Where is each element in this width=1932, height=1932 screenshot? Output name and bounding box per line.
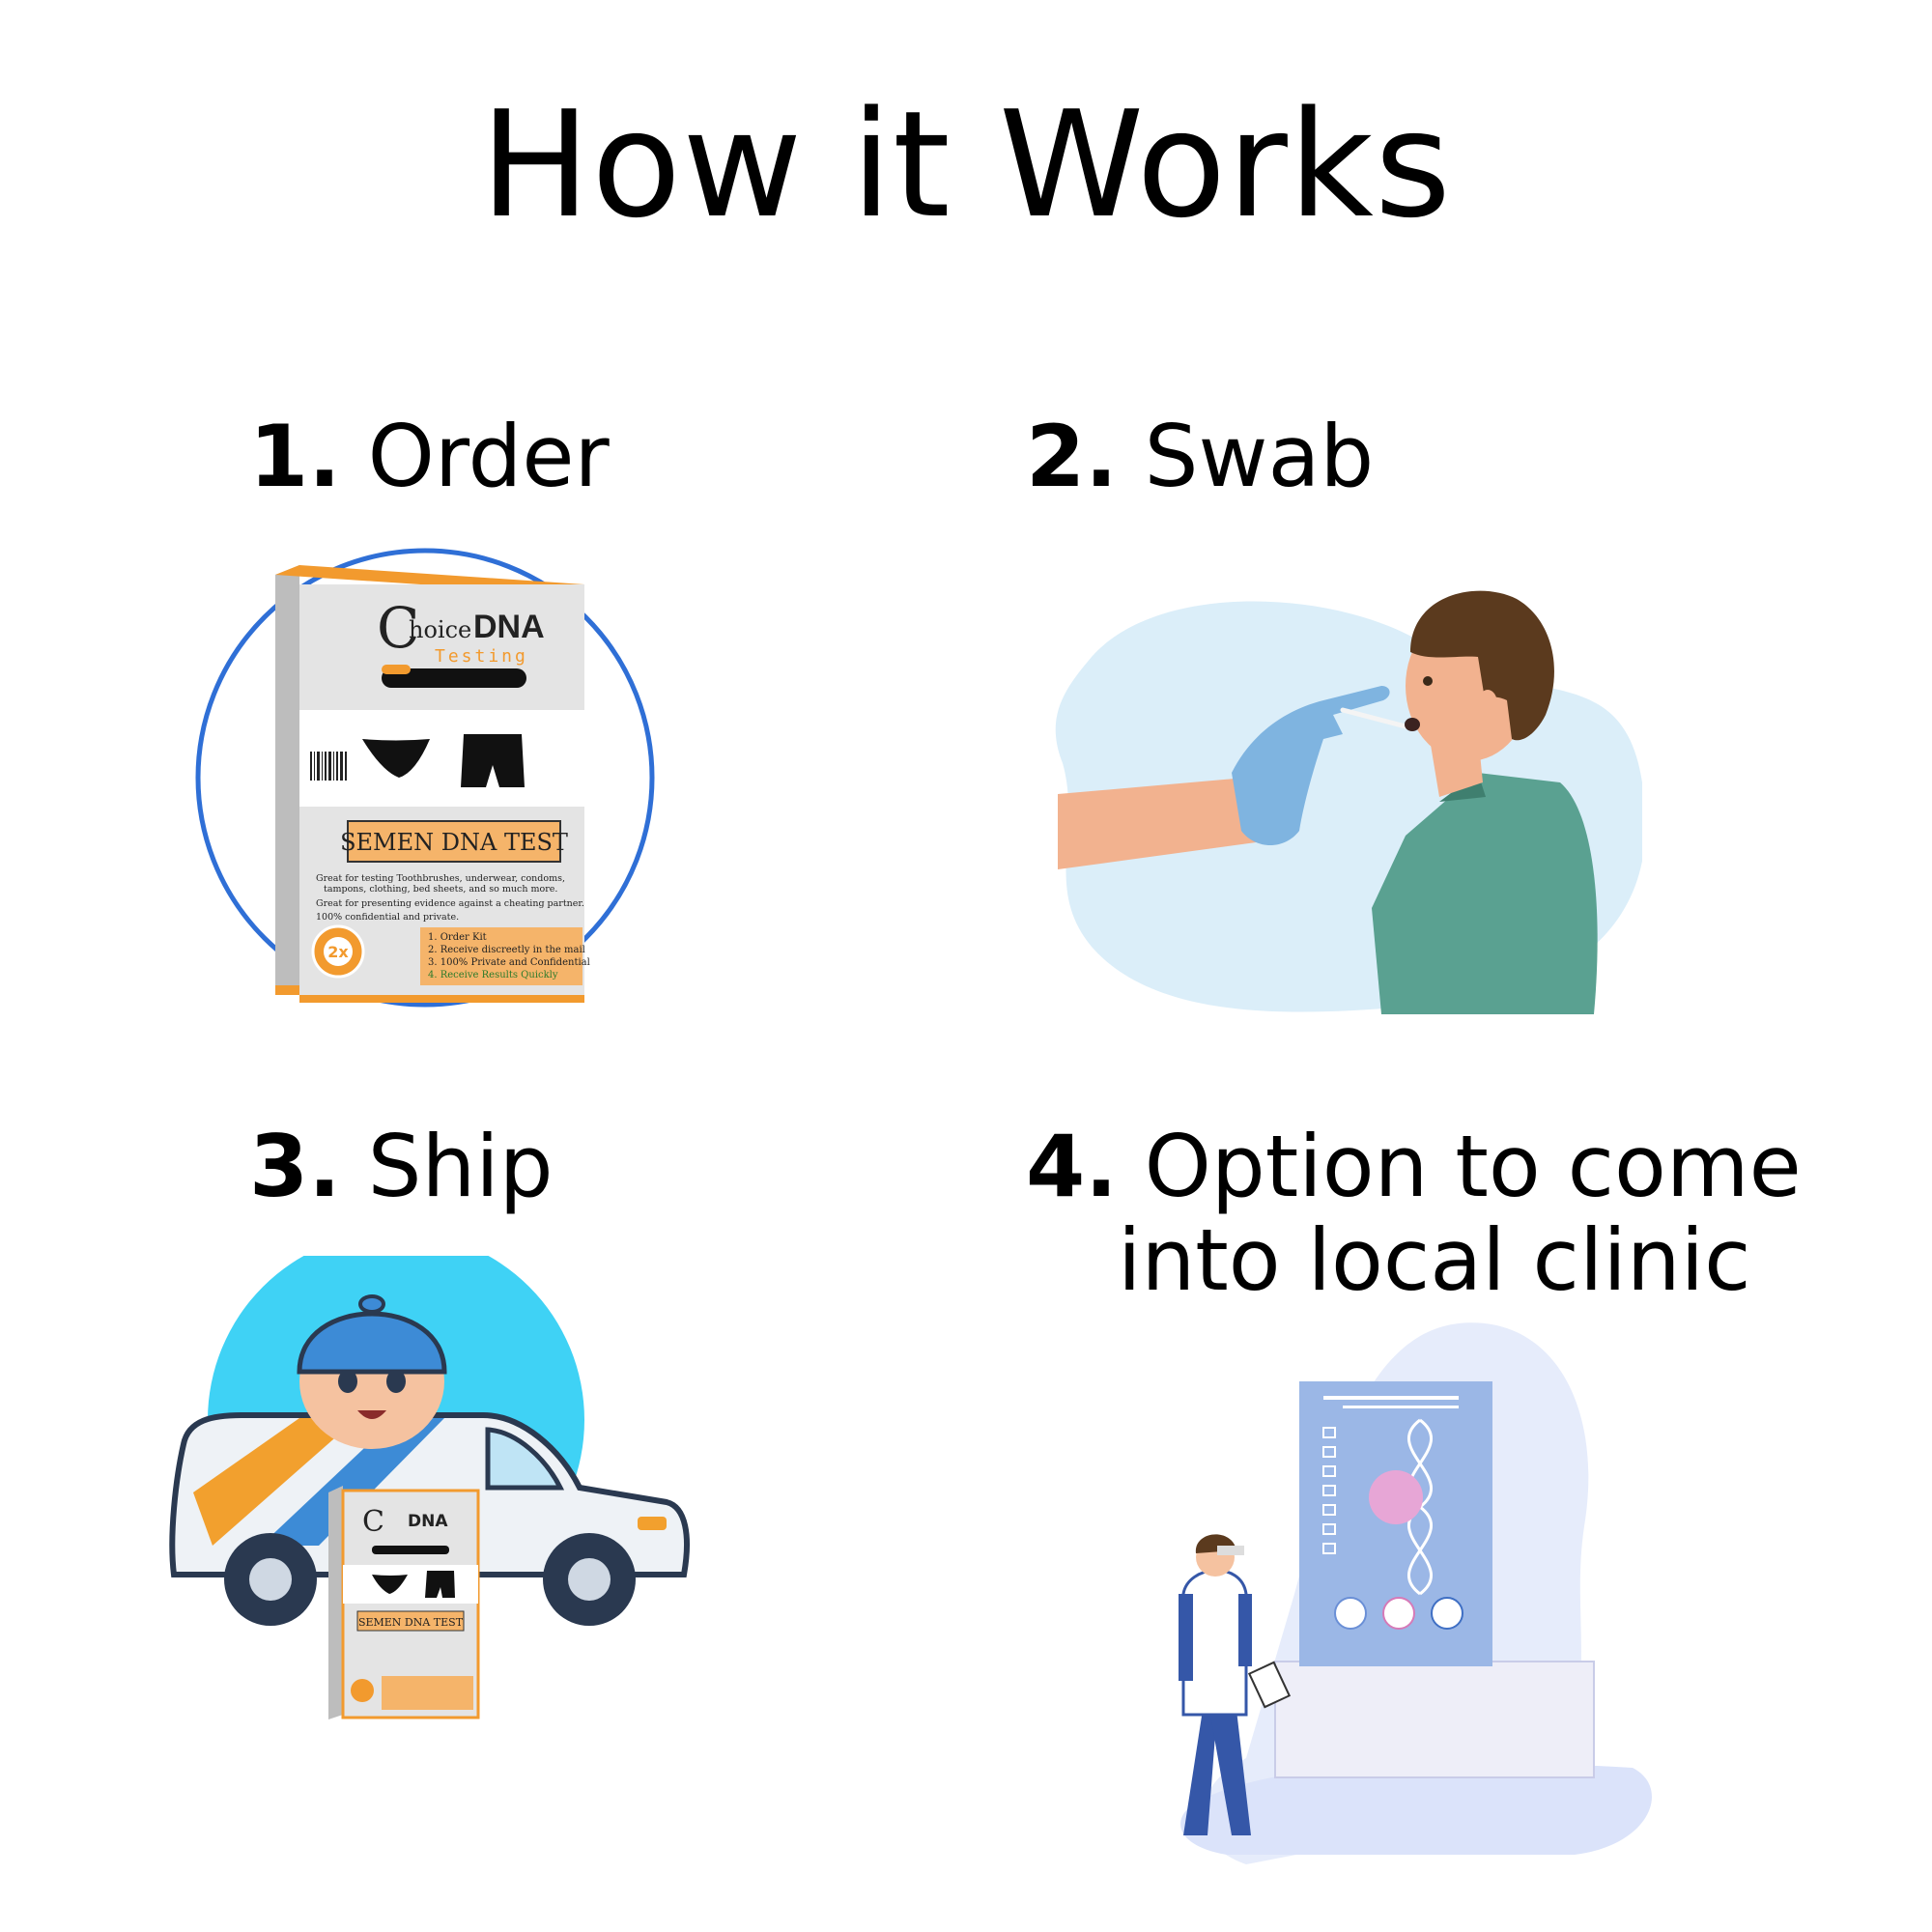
underwear-boxer-icon bbox=[461, 734, 525, 787]
badge-text: 2x bbox=[327, 943, 349, 961]
kit-step: 3. 100% Private and Confidential bbox=[428, 957, 590, 968]
step-label: Option to come bbox=[1144, 1117, 1802, 1216]
underwear-brief-icon bbox=[372, 1575, 408, 1594]
ring-outline bbox=[195, 548, 655, 1008]
kit-step: 2. Receive discreetly in the mail bbox=[428, 945, 585, 955]
hair bbox=[1410, 590, 1554, 741]
bullet-text: 100% confidential and private. bbox=[316, 912, 459, 923]
cell-icon bbox=[1369, 1470, 1423, 1524]
test-name: SEMEN DNA TEST bbox=[340, 829, 568, 856]
counter bbox=[1274, 1661, 1595, 1778]
courier-cap bbox=[297, 1311, 447, 1375]
page-title: How it Works bbox=[479, 79, 1453, 250]
underwear-brief-icon bbox=[362, 739, 430, 778]
brand-testing: Testing bbox=[435, 646, 528, 667]
underwear-boxer-icon bbox=[425, 1571, 455, 1598]
van-window bbox=[485, 1427, 565, 1491]
check-icon bbox=[1322, 1427, 1336, 1554]
barcode-icon bbox=[307, 749, 351, 787]
step-3-heading: 3. Ship bbox=[249, 1120, 554, 1214]
step-label: Order bbox=[367, 407, 610, 506]
floor bbox=[1180, 1762, 1652, 1855]
step-label: Swab bbox=[1144, 407, 1375, 506]
step-number: 4. bbox=[1026, 1117, 1118, 1216]
brand-c: C bbox=[377, 595, 419, 661]
step-number: 2. bbox=[1026, 407, 1118, 506]
kit-step: 4. Receive Results Quickly bbox=[428, 970, 558, 980]
glove-hand bbox=[1232, 686, 1390, 845]
arm bbox=[1058, 778, 1270, 869]
brand-c: C bbox=[362, 1505, 384, 1539]
eye bbox=[1423, 676, 1433, 686]
step-number: 3. bbox=[249, 1117, 341, 1216]
step-1-heading: 1. Order bbox=[249, 410, 610, 504]
redaction-bar bbox=[382, 668, 526, 688]
van-stripe-orange bbox=[193, 1418, 357, 1546]
steps-panel bbox=[420, 927, 582, 985]
van-stripe-blue bbox=[261, 1418, 444, 1546]
step-label: Ship bbox=[367, 1117, 554, 1216]
doctor-figure bbox=[1179, 1534, 1292, 1835]
step-number: 1. bbox=[249, 407, 341, 506]
bullet-text: Great for testing Toothbrushes, underwea… bbox=[316, 873, 565, 884]
step-2-heading: 2. Swab bbox=[1026, 410, 1374, 504]
kit-step: 1. Order Kit bbox=[428, 932, 487, 943]
swab-stick bbox=[1340, 707, 1408, 729]
shirt bbox=[1372, 773, 1598, 1014]
brand-hoice: hoice bbox=[409, 616, 471, 643]
brand-dna: DNA bbox=[473, 609, 545, 645]
open-mouth bbox=[1405, 718, 1420, 731]
test-name: SEMEN DNA TEST bbox=[358, 1616, 464, 1629]
bullet-text: tampons, clothing, bed sheets, and so mu… bbox=[324, 884, 557, 895]
ship-illustration: C DNA SEMEN DNA TEST bbox=[155, 1256, 696, 1719]
brand-dna: DNA bbox=[408, 1512, 448, 1531]
bullet-text: Great for presenting evidence against a … bbox=[316, 898, 584, 909]
step-label: into local clinic bbox=[1118, 1209, 1751, 1310]
test-name-plate bbox=[347, 820, 561, 863]
swab-illustration bbox=[1024, 541, 1642, 1043]
step-4-heading: 4. Option to come into local clinic bbox=[1026, 1120, 1802, 1310]
order-kit-illustration: C hoice DNA Testing SEMEN DNA TEST Great… bbox=[188, 541, 671, 1024]
clinic-illustration bbox=[1150, 1304, 1690, 1884]
box-side bbox=[275, 565, 299, 995]
